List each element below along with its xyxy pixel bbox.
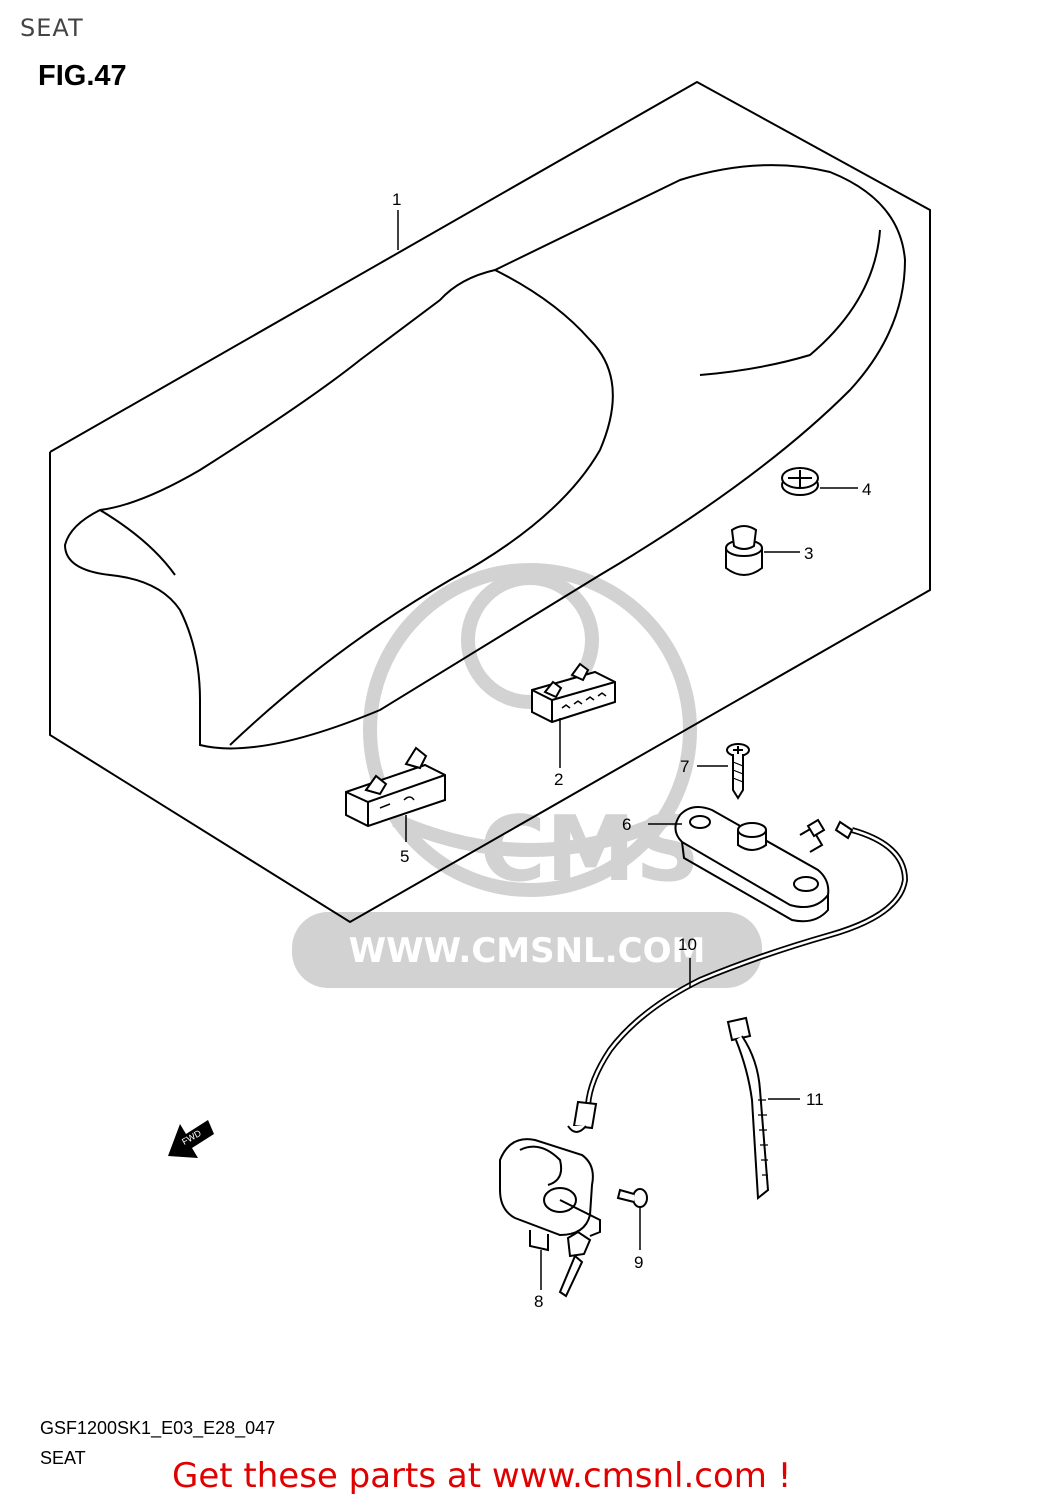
callout-7: 7 xyxy=(680,757,689,776)
callout-5: 5 xyxy=(400,847,409,866)
seat-drawing xyxy=(63,164,907,750)
model-code: GSF1200SK1_E03_E28_047 xyxy=(40,1418,276,1438)
callout-10: 10 xyxy=(678,935,697,954)
callout-11: 11 xyxy=(806,1090,824,1109)
cushion-part-3 xyxy=(725,525,763,576)
cable-tie-part-11 xyxy=(726,1016,770,1200)
callout-3: 3 xyxy=(804,544,813,563)
section-title: SEAT xyxy=(20,14,84,42)
figure-number: FIG.47 xyxy=(38,60,127,92)
buffer-part-5 xyxy=(345,746,446,828)
watermark-url: WWW.CMSNL.COM xyxy=(349,931,706,971)
promo-link[interactable]: Get these parts at www.cmsnl.com ! xyxy=(172,1456,792,1496)
seat-lock-part-8 xyxy=(499,1138,601,1298)
damper-part-4 xyxy=(781,467,819,496)
seat-assembly-outline xyxy=(49,80,931,924)
callout-2: 2 xyxy=(554,770,563,789)
seat-lock-cable-part-10 xyxy=(567,818,909,1133)
screw-part-7 xyxy=(726,743,750,800)
cms-watermark xyxy=(363,563,697,897)
screw-part-9 xyxy=(616,1188,648,1208)
lock-bracket-part-6 xyxy=(674,805,830,923)
callout-1: 1 xyxy=(392,190,401,209)
callout-8: 8 xyxy=(534,1292,543,1311)
buffer-part-2 xyxy=(531,662,616,724)
callout-6: 6 xyxy=(622,815,631,834)
watermark-brand: CMS xyxy=(480,797,700,902)
cms-watermark-url-band: WWW.CMSNL.COM xyxy=(292,912,762,988)
callout-9: 9 xyxy=(634,1253,643,1272)
figure-caption: SEAT xyxy=(40,1448,86,1468)
fwd-arrow-icon: FWD xyxy=(168,1120,214,1158)
callout-4: 4 xyxy=(862,480,871,499)
